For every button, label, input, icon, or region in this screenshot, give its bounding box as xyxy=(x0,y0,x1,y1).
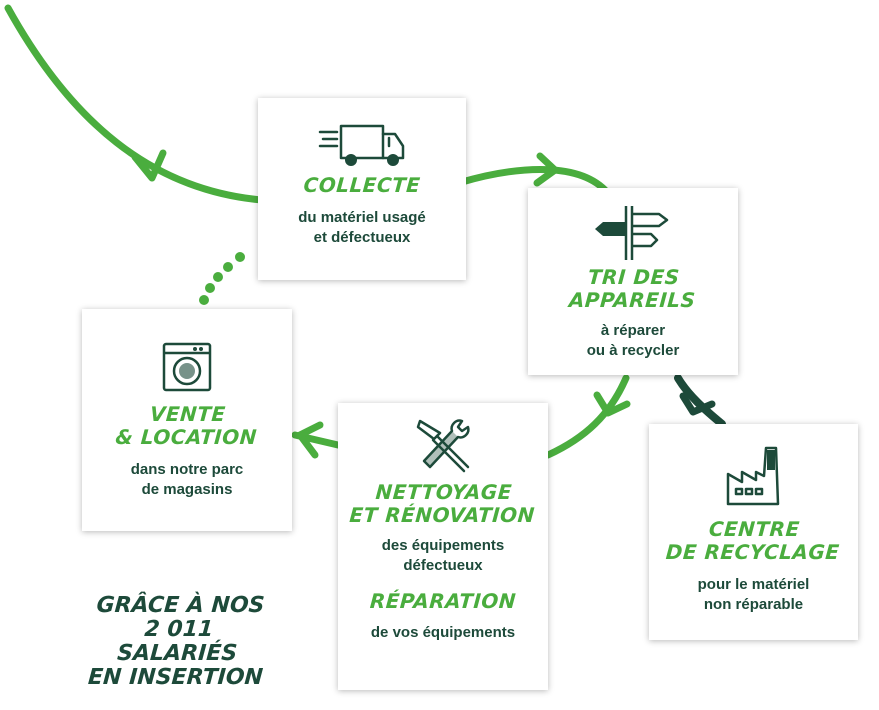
arrowhead-tri-recyclage xyxy=(679,392,716,416)
arrow-incoming xyxy=(4,4,266,204)
arrowhead-incoming xyxy=(131,149,167,182)
collecte-title: COLLECTE xyxy=(302,173,422,197)
arrow-tri-recyclage xyxy=(674,374,726,428)
arrowhead-collecte-tri xyxy=(533,152,559,187)
arrow-collecte-tri xyxy=(458,166,609,194)
reparation-description: de vos équipements xyxy=(370,624,516,641)
factory-icon xyxy=(726,446,779,506)
arrowhead-renovation-vente xyxy=(296,421,324,459)
dotted-return-path xyxy=(199,252,245,305)
washing-machine-icon xyxy=(162,342,212,392)
signpost-icon xyxy=(595,206,669,260)
tools-icon xyxy=(416,419,470,473)
arrowhead-tri-renovation xyxy=(593,391,631,417)
truck-icon xyxy=(318,124,405,166)
arrow-tri-renovation xyxy=(544,374,630,459)
reparation-title: RÉPARATION xyxy=(369,589,517,613)
insertion-footnote: GRÂCE À NOS 2 011 SALARIÉS EN INSERTION xyxy=(87,593,266,690)
vente-title: VENTE& LOCATION xyxy=(114,402,258,449)
